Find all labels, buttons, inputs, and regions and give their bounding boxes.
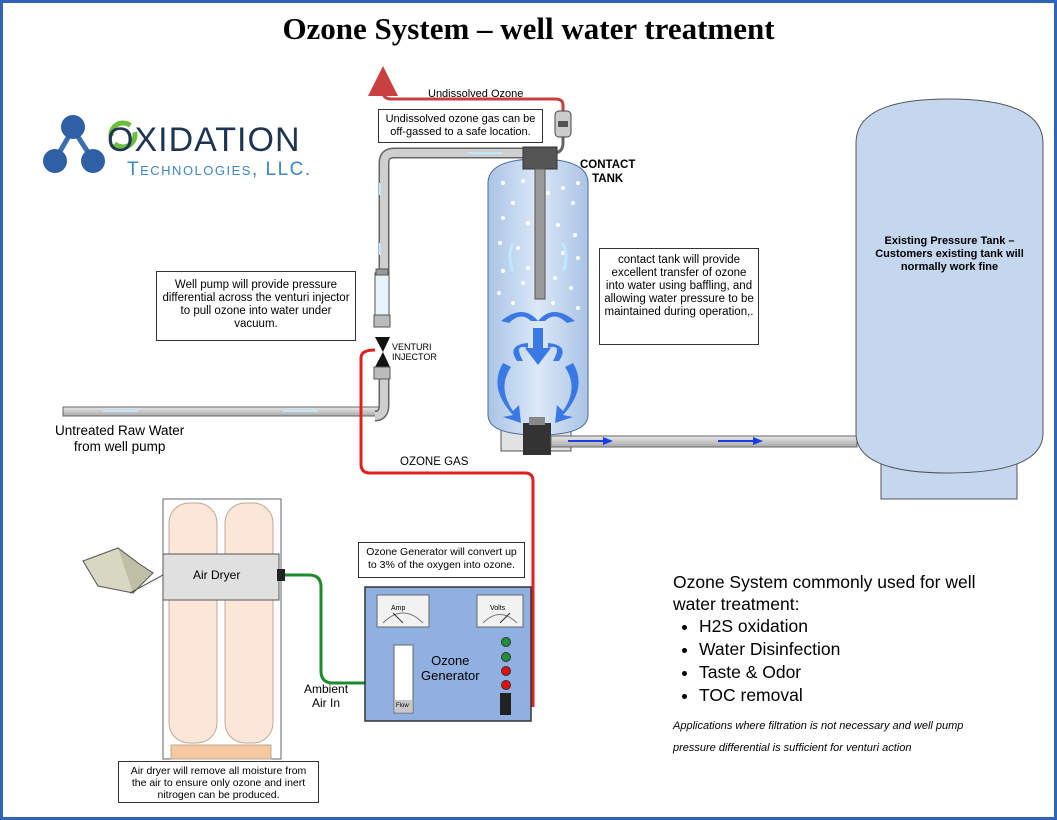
summary-item: TOC removal [699, 684, 993, 707]
ozone-gas-line [359, 348, 535, 707]
untreated-raw-water-label: Untreated Raw Water from well pump [55, 423, 185, 454]
ozone-generator-callout: Ozone Generator will convert up to 3% of… [358, 542, 525, 578]
raw-water-pipe [62, 379, 390, 422]
outlet-pipe [550, 435, 858, 448]
venturi-injector-label: VENTURI INJECTOR [392, 342, 437, 362]
ozone-gas-label: OZONE GAS [400, 456, 469, 468]
summary-item: H2S oxidation [699, 615, 993, 638]
amp-meter-label: Amp [391, 605, 406, 612]
ambient-air-in-label: Ambient Air In [304, 682, 349, 710]
undissolved-ozone-arrow [368, 66, 565, 111]
riser-pipe [378, 147, 525, 319]
offgas-callout: Undissolved ozone gas can be off-gassed … [378, 109, 543, 143]
pressure-tank [855, 98, 1044, 500]
summary-heading: Ozone System commonly used for well wate… [673, 572, 976, 614]
undissolved-ozone-label: Undissolved Ozone [428, 88, 524, 100]
summary-list: H2S oxidation Water Disinfection Taste &… [673, 615, 993, 707]
air-dryer-callout: Air dryer will remove all moisture from … [118, 761, 319, 803]
logo-name: OXIDATION [107, 121, 301, 159]
summary-note: Applications where filtration is not nec… [673, 720, 964, 754]
summary-panel: Ozone System commonly used for well wate… [673, 571, 993, 759]
air-dryer-label: Air Dryer [193, 568, 241, 582]
flow-meter-label: Flow [396, 703, 409, 709]
vent-valve-window [558, 121, 568, 127]
well-pump-callout: Well pump will provide pressure differen… [156, 271, 356, 341]
page-title: Ozone System – well water treatment [282, 11, 775, 46]
logo-sub: Technologies, LLC. [127, 159, 312, 180]
ozone-generator-label: Ozone Generator [421, 653, 480, 683]
volts-meter-label: Volts [490, 605, 506, 612]
diagram-canvas [43, 66, 1044, 760]
contact-tank-label: CONTACT TANK [580, 159, 636, 185]
pressure-tank-label: Existing Pressure Tank – Customers exist… [875, 235, 1024, 273]
logo-mark [43, 115, 138, 173]
summary-item: Taste & Odor [699, 661, 993, 684]
summary-item: Water Disinfection [699, 638, 993, 661]
air-dryer [82, 498, 285, 760]
contact-tank-callout: contact tank will provide excellent tran… [599, 248, 759, 345]
contact-tank [487, 146, 589, 455]
ozone-generator [364, 586, 532, 722]
venturi-injector [373, 268, 391, 380]
air-line [285, 573, 365, 685]
